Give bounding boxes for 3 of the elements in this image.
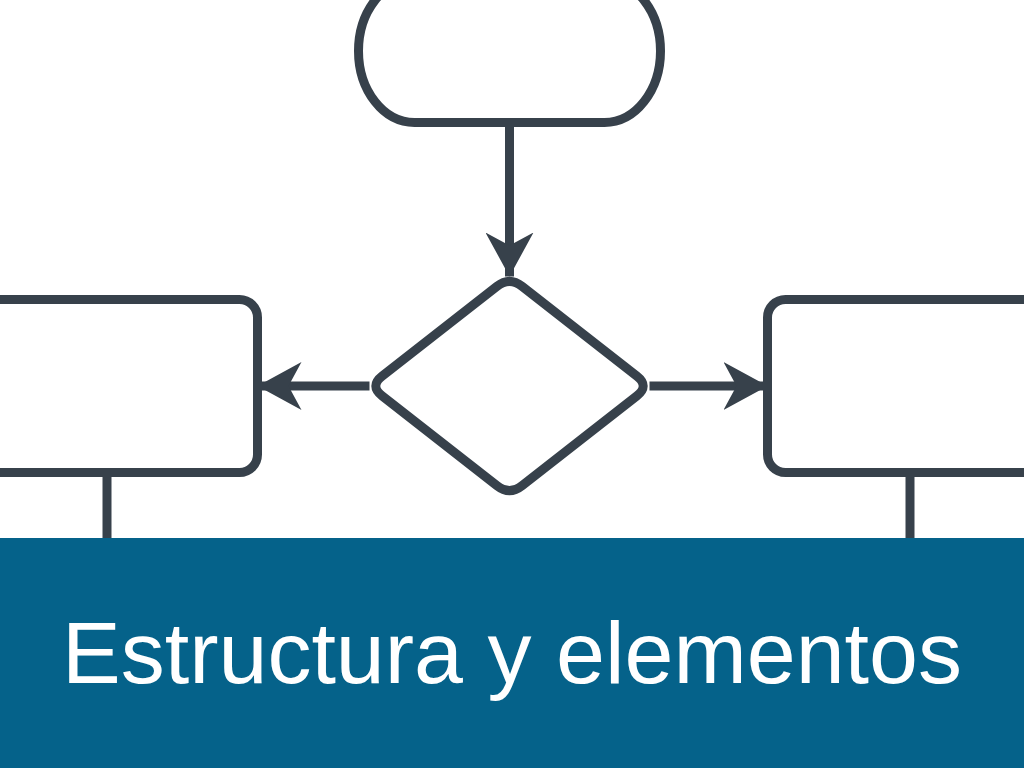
process-box <box>763 295 1024 477</box>
process-box <box>0 295 262 477</box>
title-text: Estructura y elementos <box>62 603 962 703</box>
